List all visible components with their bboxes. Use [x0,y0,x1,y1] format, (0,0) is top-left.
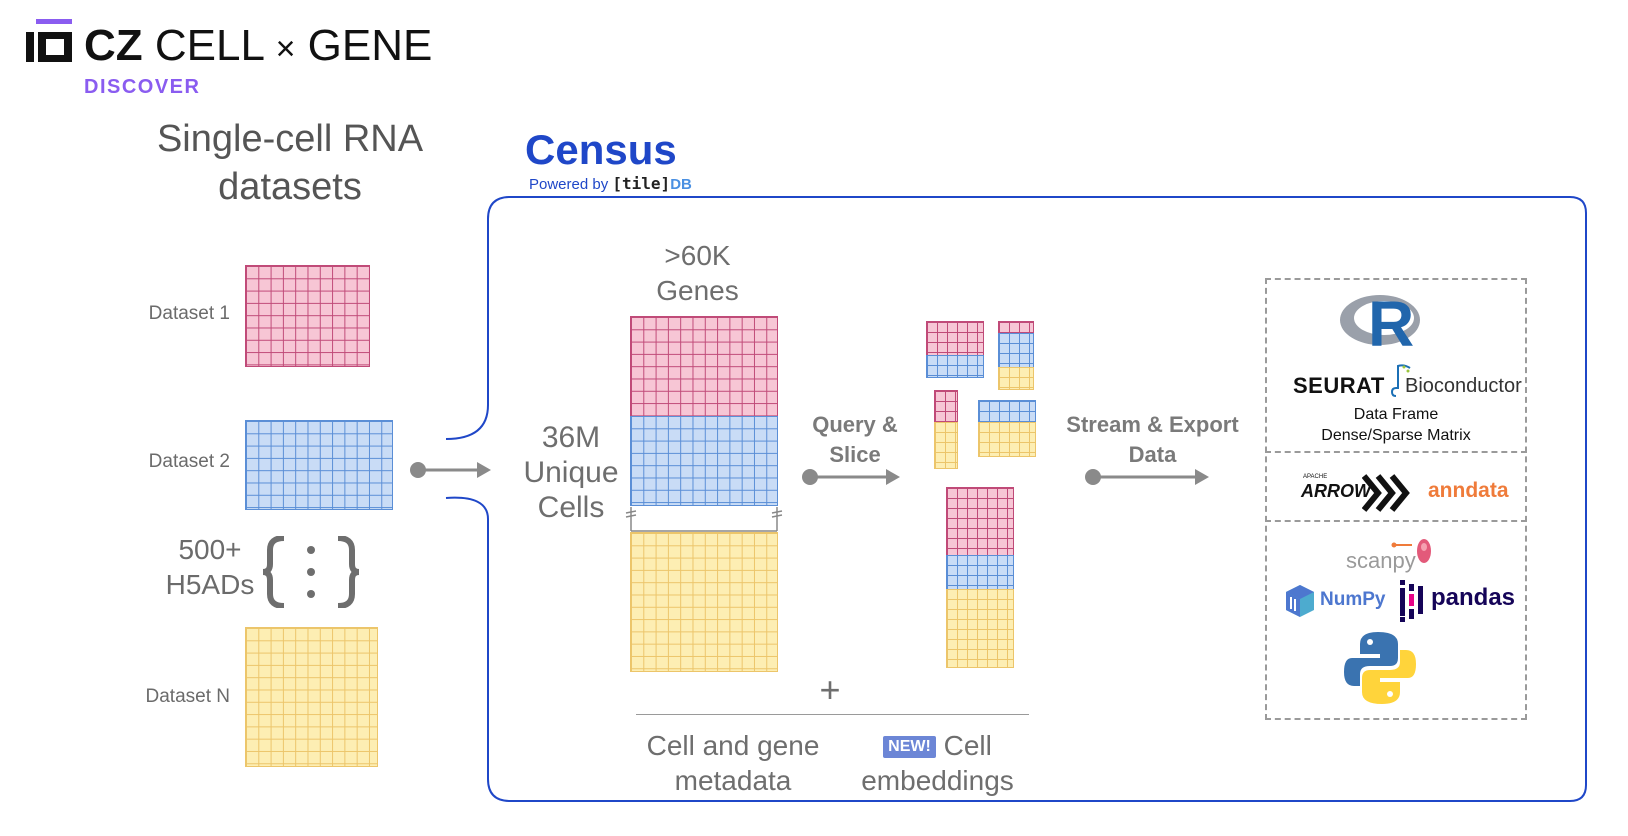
dataset-1-matrix [245,265,370,367]
arrow-chevrons-icon [1362,474,1410,512]
slice-3-pink [934,390,958,424]
bottom-divider [636,714,1029,715]
logo-cell: CELL [154,21,264,70]
query-slice-line1: Query & [812,412,898,437]
dense-sparse-label: Dense/Sparse Matrix [1321,427,1471,444]
slice-5-yellow [946,589,1014,668]
slice-3-yellow [934,422,958,469]
query-arrow-icon [802,469,900,485]
dataset-count-line1: 500+ [178,534,242,565]
tools-divider-1 [1265,451,1527,453]
dataset-n-matrix [245,627,378,767]
metadata-line1: Cell and gene [646,730,820,761]
tools-divider-2 [1265,520,1527,522]
census-powered-by: Powered by [tile]DB [529,174,692,193]
new-badge: NEW! [883,736,936,758]
pandas-icon [1400,580,1423,622]
slice-5-blue [946,555,1014,590]
apache-label: APACHE [1303,474,1328,480]
matrix-break-icon [625,507,783,532]
embeddings-label: NEW! Cell embeddings [850,728,1025,798]
dataset-n-label: Dataset N [145,686,230,707]
dataset-2-label: Dataset 2 [148,451,230,472]
bioconductor-logo: Bioconductor [1405,375,1522,397]
cells-label: 36M Unique Cells [516,420,626,525]
census-matrix-yellow [630,532,778,672]
r-logo-icon [1340,295,1420,345]
metadata-line2: metadata [674,765,792,796]
dataset-count: 500+ H5ADs [160,532,260,602]
slice-1-blue [926,355,984,378]
embeddings-line1: Cell [943,730,992,761]
slice-2-yellow [998,367,1034,390]
slice-4-yellow [978,422,1036,457]
embeddings-line2: embeddings [861,765,1014,796]
cells-label-line3: Cells [537,491,605,524]
datasets-title-line1: Single-cell RNA [156,118,424,160]
cz-logo-icon [26,19,72,62]
slice-4-blue [978,400,1036,424]
logo-discover: DISCOVER [84,76,201,98]
query-slice-line2: Slice [829,442,881,467]
census-container [445,196,1587,802]
data-frame-label: Data Frame [1353,406,1439,423]
slice-1-pink [926,321,984,357]
cells-label-line2: Unique [523,456,619,489]
anndata-logo: anndata [1428,479,1509,502]
tiledb-tile: [tile] [612,174,671,193]
datasets-title: Single-cell RNA datasets [120,115,460,211]
dataset-count-line2: H5ADs [165,569,255,600]
ellipsis-brace-icon [262,536,360,608]
genes-label: >60K Genes [625,238,770,308]
census-matrix-pink [630,316,778,418]
numpy-logo: NumPy [1320,589,1386,610]
export-arrow-icon [1085,469,1209,485]
ingest-arrow-icon [410,462,491,478]
tiledb-db: DB [670,176,692,193]
dataset-2-matrix [245,420,393,510]
plus-sign: + [819,669,841,710]
tools-panel [1265,278,1527,720]
bioconductor-icon [1390,364,1411,397]
dataset-1-label: Dataset 1 [148,303,230,324]
stream-export-line2: Data [1128,442,1177,467]
scanpy-icon [1391,539,1431,563]
census-matrix-blue [630,416,778,506]
slice-5-pink [946,487,1014,557]
logo-gene: GENE [307,21,433,70]
r-logo-letter: R [1368,288,1415,360]
numpy-icon [1286,585,1314,617]
stream-export-line1: Stream & Export [1066,412,1239,437]
census-title: Census [525,126,677,173]
genes-label-line1: >60K [664,240,731,271]
slice-2-blue [998,333,1034,368]
powered-by-text: Powered by [529,176,609,193]
cells-label-line1: 36M [541,421,601,454]
seurat-logo: SEURAT [1293,373,1385,398]
arrow-logo: ARROW [1301,481,1371,501]
logo: CZ CELL × GENE DISCOVER [24,18,464,98]
scanpy-logo: scanpy [1346,548,1416,573]
stream-export-label: Stream & Export Data [1050,410,1255,470]
pandas-logo: pandas [1431,584,1516,611]
genes-label-line2: Genes [656,275,739,306]
logo-times: × [275,30,296,68]
metadata-label: Cell and gene metadata [630,728,836,798]
query-slice-label: Query & Slice [795,410,915,470]
logo-cz: CZ [84,21,143,70]
datasets-title-line2: datasets [218,166,362,208]
python-logo-icon [1344,632,1416,704]
